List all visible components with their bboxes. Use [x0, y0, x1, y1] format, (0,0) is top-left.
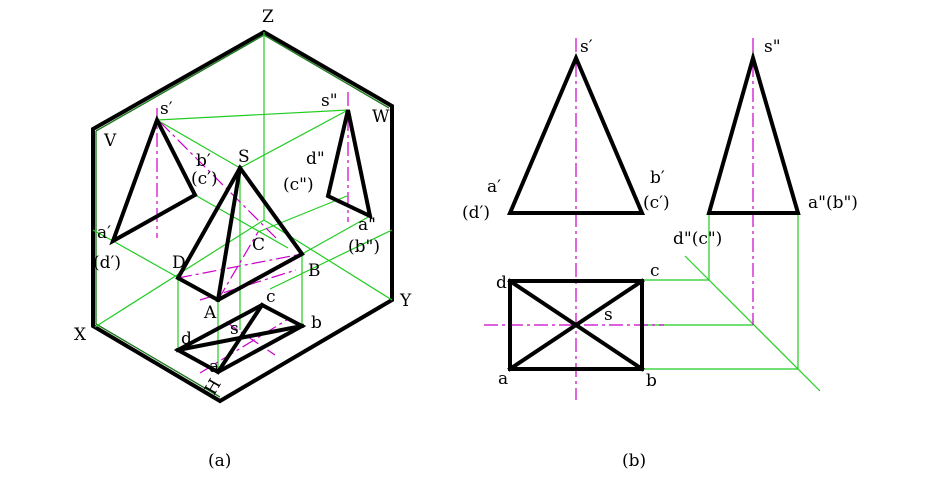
figure-a-axonometric: Z X Y V W H s′ b′ (c′) a′ (d′) s" d" (c"…	[74, 7, 412, 471]
label-space-b: B	[308, 261, 321, 281]
label-c-top: c	[650, 261, 660, 281]
label-space-s: S	[238, 147, 250, 167]
label-h-c: c	[266, 287, 276, 307]
pyramid-space	[175, 164, 305, 303]
label-h-s: s	[230, 319, 239, 339]
label-d-prime-b: (d′)	[462, 203, 490, 223]
label-c-prime-a: (c′)	[191, 169, 218, 189]
projection-lines-b	[643, 214, 821, 392]
label-d-dblprime-a: d"	[306, 149, 325, 169]
label-h-a: a	[209, 357, 219, 377]
top-view-rect	[507, 278, 645, 372]
label-b-top: b	[646, 371, 657, 391]
label-a-prime-b: a′	[487, 177, 501, 197]
label-h-d: d	[181, 329, 192, 349]
label-c-prime-b: (c′)	[643, 193, 670, 213]
label-h-b: b	[311, 313, 322, 333]
figure-b-three-views: s′ a′ (d′) b′ (c′) s" a"(b") d"(c") d c …	[462, 37, 858, 471]
label-space-a: A	[203, 303, 217, 323]
label-s-dblprime-b: s"	[764, 37, 781, 57]
plane-v-label: V	[103, 131, 117, 151]
label-s-dblprime-a: s"	[321, 91, 338, 111]
label-b-prime-b: b′	[650, 168, 665, 188]
plane-w-label: W	[372, 107, 390, 127]
top-projection-rect-a	[173, 302, 307, 375]
side-projection-triangle-a	[325, 109, 373, 220]
label-a-top: a	[498, 369, 508, 389]
axis-x-label: X	[74, 325, 87, 345]
label-ab-dblprime-b: a"(b")	[808, 193, 858, 213]
caption-a: (a)	[208, 451, 231, 471]
projection-box-inner-edge	[95, 34, 390, 398]
label-c-dblprime-a: (c")	[283, 175, 314, 195]
label-a-dblprime-a: a"	[358, 215, 376, 235]
side-view-triangle	[706, 50, 801, 215]
label-d-top: d	[496, 273, 507, 293]
projection-box-outline	[91, 29, 394, 404]
label-a-prime-a: a′	[97, 223, 111, 243]
center-lines-b	[484, 38, 754, 400]
front-view-triangle	[506, 52, 646, 215]
label-s-prime-b: s′	[580, 37, 593, 57]
plane-h-label: H	[201, 376, 226, 399]
axis-y-label: Y	[399, 291, 412, 311]
caption-b: (b)	[622, 451, 646, 471]
label-space-c: C	[252, 235, 265, 255]
label-space-d: D	[172, 253, 186, 273]
label-b-prime-a: b′	[196, 151, 211, 171]
front-projection-triangle-a	[109, 114, 198, 246]
label-d-prime-a: (d′)	[93, 253, 121, 273]
label-s-top: s	[604, 305, 613, 325]
label-s-prime-a: s′	[160, 99, 173, 119]
axis-z-label: Z	[262, 7, 274, 27]
label-b-dblprime-a: (b")	[348, 237, 380, 257]
label-dc-dblprime-b: d"(c")	[673, 229, 722, 249]
